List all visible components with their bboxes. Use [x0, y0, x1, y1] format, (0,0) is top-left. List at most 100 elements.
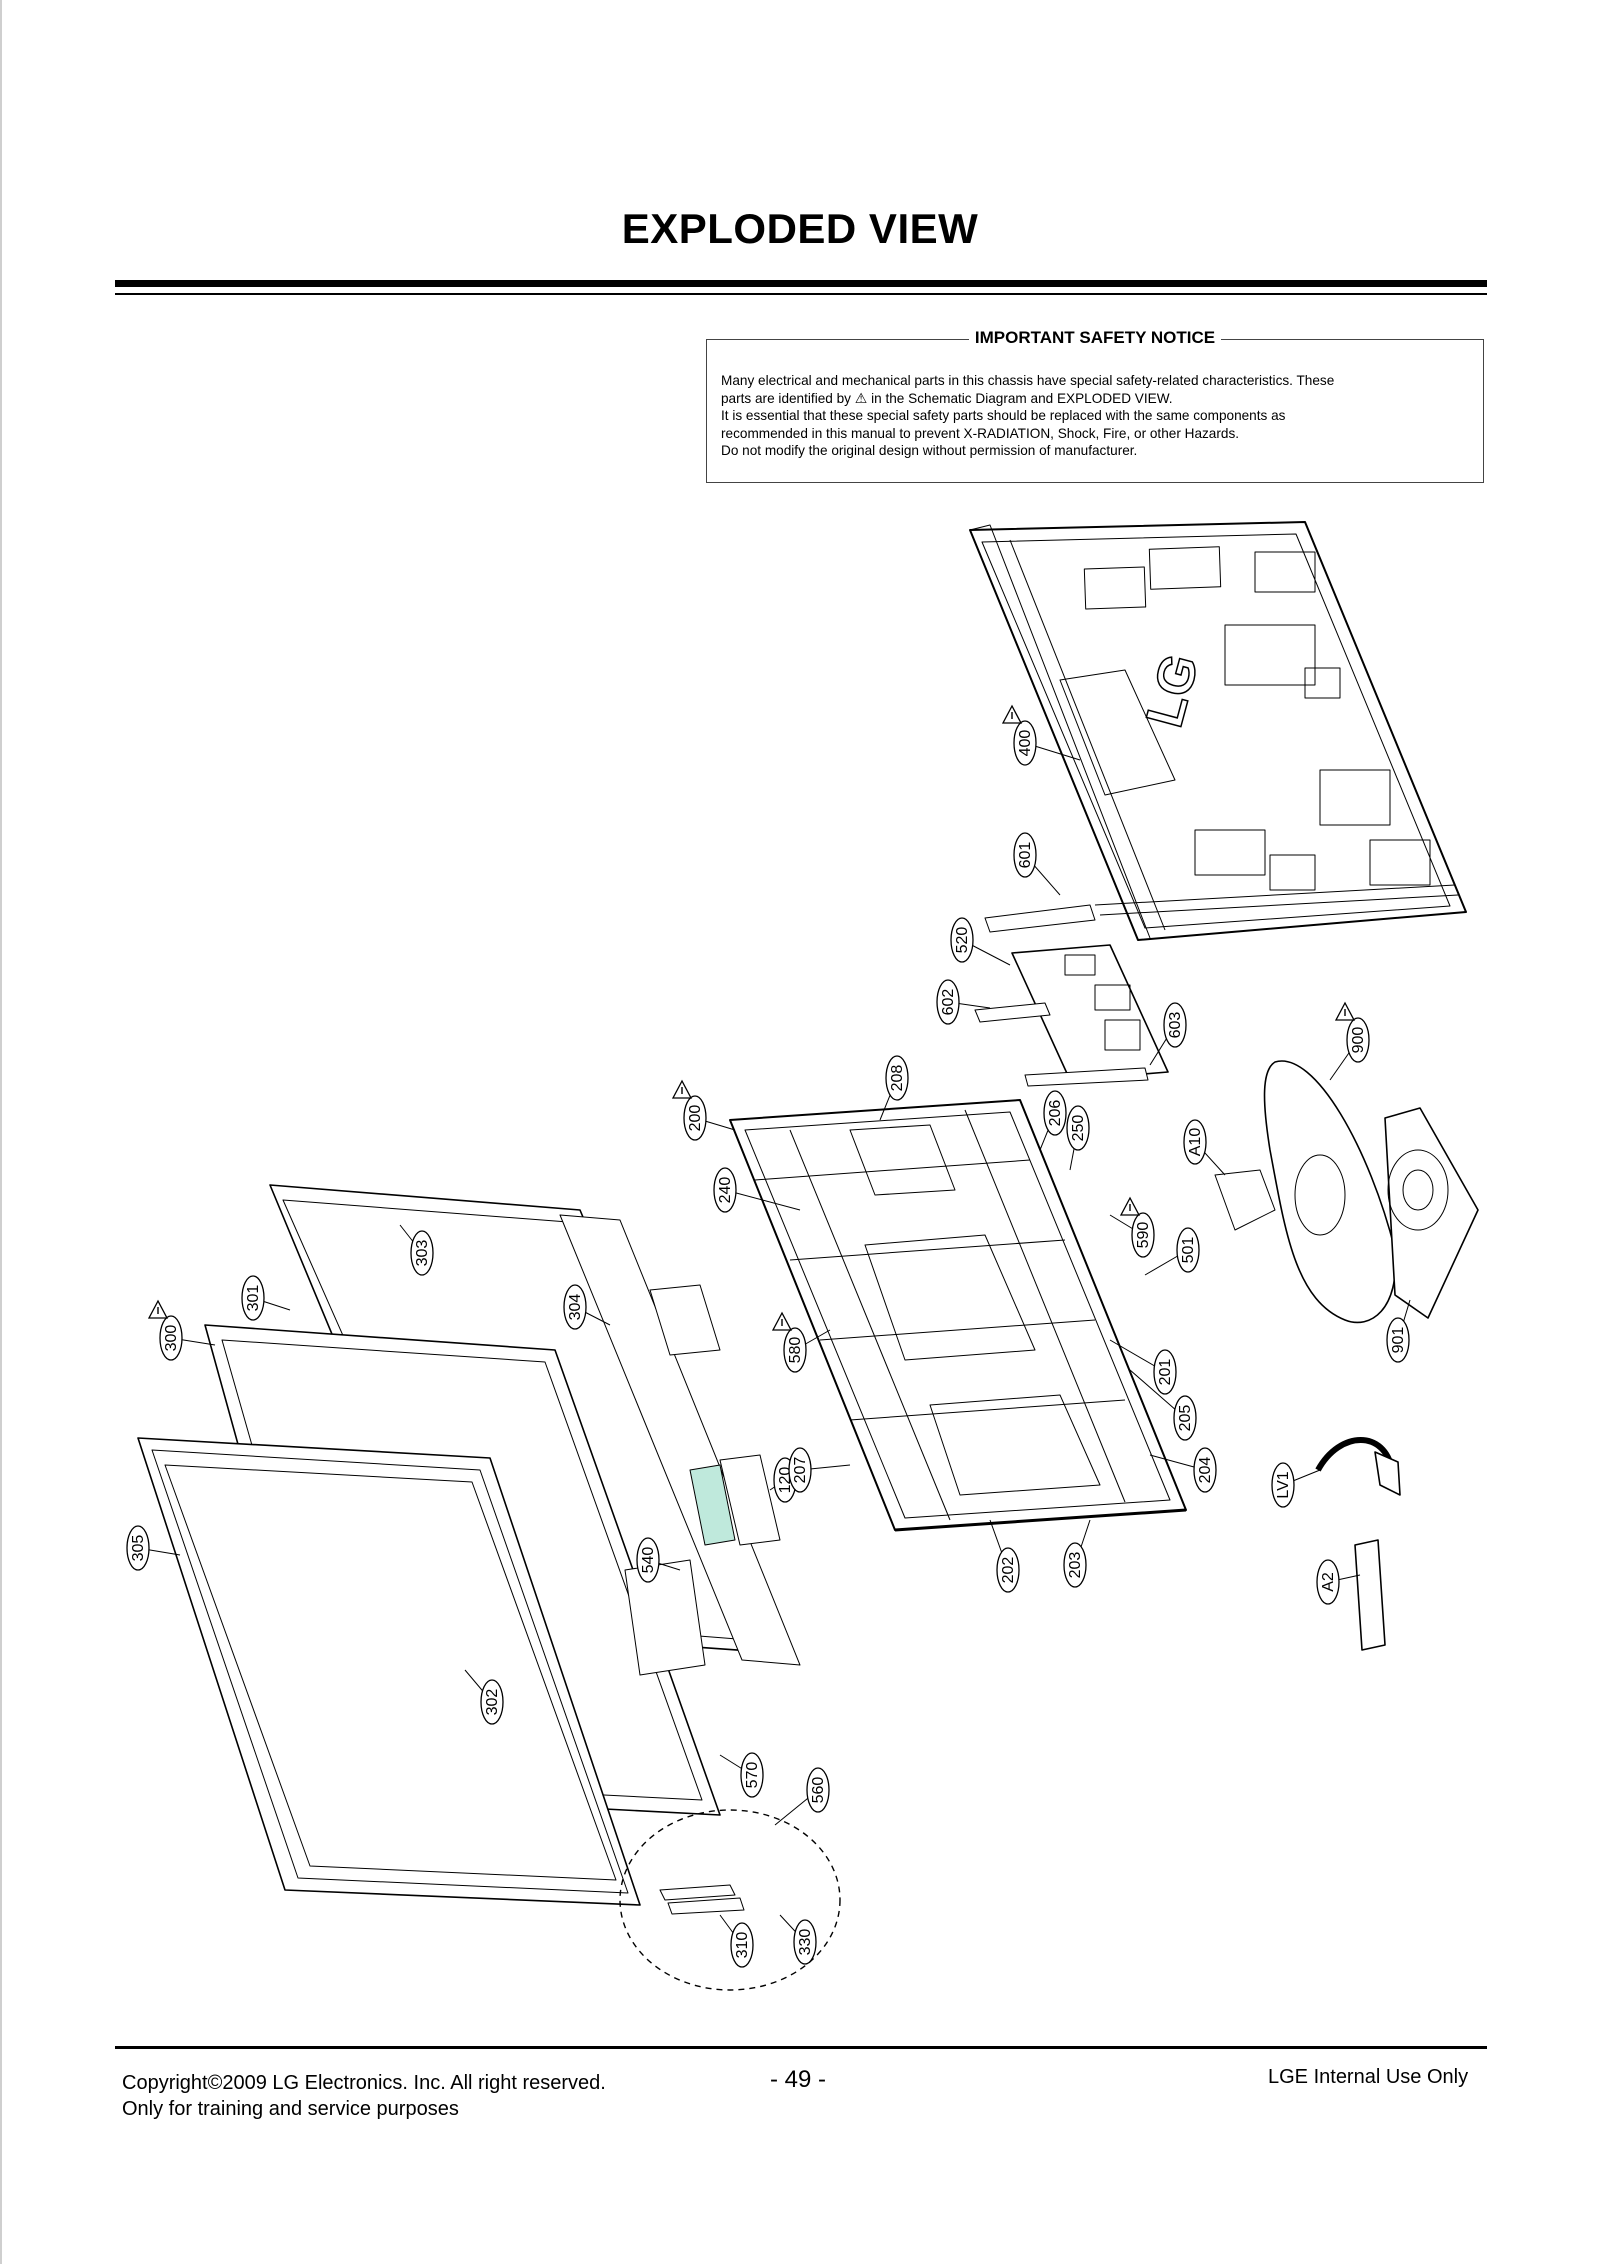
part-callout-302: 302: [464, 1669, 504, 1725]
callout-label: 305: [130, 1535, 147, 1562]
callout-label: 501: [1180, 1237, 1197, 1264]
callout-oval: [1173, 1395, 1197, 1441]
callout-label: 304: [567, 1294, 584, 1321]
callout-label: 250: [1070, 1115, 1087, 1142]
notice-line: It is essential that these special safet…: [721, 408, 1286, 424]
callout-label: 206: [1047, 1100, 1064, 1127]
callout-label: 400: [1017, 730, 1034, 757]
detail-parts-drawing: [659, 1884, 745, 1915]
callout-label: 590: [1135, 1222, 1152, 1249]
callout-oval: [1316, 1559, 1340, 1605]
callout-oval: [1163, 1002, 1187, 1048]
callout-label: 205: [1177, 1405, 1194, 1432]
safety-notice-box: IMPORTANT SAFETY NOTICE Many electrical …: [706, 328, 1484, 483]
callout-label: 300: [163, 1325, 180, 1352]
callout-label: 207: [792, 1457, 809, 1484]
callout-oval: [1271, 1462, 1295, 1508]
part-callout-206: 206: [1039, 1090, 1067, 1151]
callout-label: 201: [1157, 1359, 1174, 1386]
callout-oval: [1346, 1017, 1370, 1063]
callout-oval: [1043, 1090, 1067, 1136]
part-callout-540: 540: [636, 1537, 681, 1583]
part-callout-301: 301: [241, 1275, 291, 1321]
warning-triangle-icon: ⚠: [854, 389, 868, 406]
part-callout-305: 305: [126, 1525, 181, 1571]
callout-label: 601: [1017, 842, 1034, 869]
callout-label: 560: [810, 1777, 827, 1804]
callout-label: A2: [1320, 1572, 1337, 1592]
callout-oval: [636, 1537, 660, 1583]
footer-internal-use: LGE Internal Use Only: [1268, 2066, 1469, 2088]
part-callout-lv1: LV1: [1271, 1462, 1321, 1508]
callout-oval: [1183, 1119, 1207, 1165]
footer-page-number: - 49 -: [770, 2066, 827, 2093]
callout-label: 602: [940, 989, 957, 1016]
back-cover-drawing: [969, 521, 1467, 941]
part-callout-204: 204: [1149, 1447, 1217, 1493]
callout-label: 301: [245, 1285, 262, 1312]
callout-oval: [1063, 1542, 1087, 1588]
callout-label: 302: [484, 1689, 501, 1716]
callout-label: 203: [1067, 1552, 1084, 1579]
header-rule-thin: [115, 293, 1487, 295]
callout-oval: [563, 1284, 587, 1330]
callout-oval: [683, 1095, 707, 1141]
callout-label: 202: [1000, 1557, 1017, 1584]
callout-label: 330: [797, 1929, 814, 1956]
callout-oval: [126, 1525, 150, 1571]
callout-oval: [159, 1315, 183, 1361]
main-frame-drawing: [729, 1099, 1187, 1532]
page-title: EXPLODED VIEW: [621, 205, 979, 252]
part-callout-303: 303: [399, 1224, 434, 1276]
callout-oval: [806, 1767, 830, 1813]
part-callout-560: 560: [774, 1767, 830, 1826]
callout-oval: [1176, 1227, 1200, 1273]
part-callouts: 400601520602603900A102002082062502405905…: [126, 704, 1411, 1968]
part-callout-901: 901: [1386, 1299, 1411, 1363]
callout-oval: [783, 1327, 807, 1373]
callout-oval: [788, 1447, 812, 1493]
callout-label: 240: [717, 1177, 734, 1204]
part-callout-250: 250: [1066, 1105, 1090, 1171]
callout-label: 204: [1197, 1457, 1214, 1484]
part-callout-207: 207: [788, 1447, 851, 1493]
front-frame-drawing: [137, 1184, 801, 1906]
notice-line: Do not modify the original design withou…: [721, 443, 1138, 459]
leader-line: [724, 1189, 801, 1211]
header-rule-thick: [115, 280, 1487, 287]
callout-oval: [1193, 1447, 1217, 1493]
safety-notice-title: IMPORTANT SAFETY NOTICE: [968, 328, 1222, 347]
callout-oval: [713, 1167, 737, 1213]
callout-oval: [1153, 1349, 1177, 1395]
notice-line: parts are identified by ⚠ in the Schemat…: [721, 390, 1469, 408]
callout-label: 580: [787, 1337, 804, 1364]
part-callout-601: 601: [1013, 832, 1061, 896]
callout-label: LV1: [1275, 1471, 1292, 1498]
footer-rule: [115, 2046, 1487, 2049]
part-callout-201: 201: [1109, 1339, 1177, 1395]
part-callout-570: 570: [719, 1752, 764, 1798]
callout-oval: [480, 1679, 504, 1725]
part-callout-580: 580: [771, 1311, 831, 1373]
part-callout-a10: A10: [1183, 1119, 1226, 1176]
part-callout-520: 520: [950, 917, 1011, 966]
callout-label: 310: [734, 1932, 751, 1959]
callout-label: 603: [1167, 1012, 1184, 1039]
callout-label: 303: [414, 1240, 431, 1267]
callout-label: 200: [687, 1105, 704, 1132]
callout-oval: [885, 1055, 909, 1101]
accessory-drawing: [1315, 1437, 1401, 1651]
footer-copyright: Copyright©2009 LG Electronics. Inc. All …: [122, 2072, 606, 2094]
callout-oval: [793, 1919, 817, 1965]
notice-line: recommended in this manual to prevent X-…: [721, 425, 1240, 441]
callout-label: 901: [1390, 1327, 1407, 1354]
callout-label: 900: [1350, 1027, 1367, 1054]
callout-oval: [1066, 1105, 1090, 1151]
callout-oval: [740, 1752, 764, 1798]
safety-notice-title-wrap: IMPORTANT SAFETY NOTICE: [707, 328, 1483, 348]
part-callout-603: 603: [1149, 1002, 1187, 1066]
notice-line: Many electrical and mechanical parts in …: [721, 373, 1335, 388]
callout-label: A10: [1187, 1128, 1204, 1157]
callout-label: 570: [744, 1762, 761, 1789]
